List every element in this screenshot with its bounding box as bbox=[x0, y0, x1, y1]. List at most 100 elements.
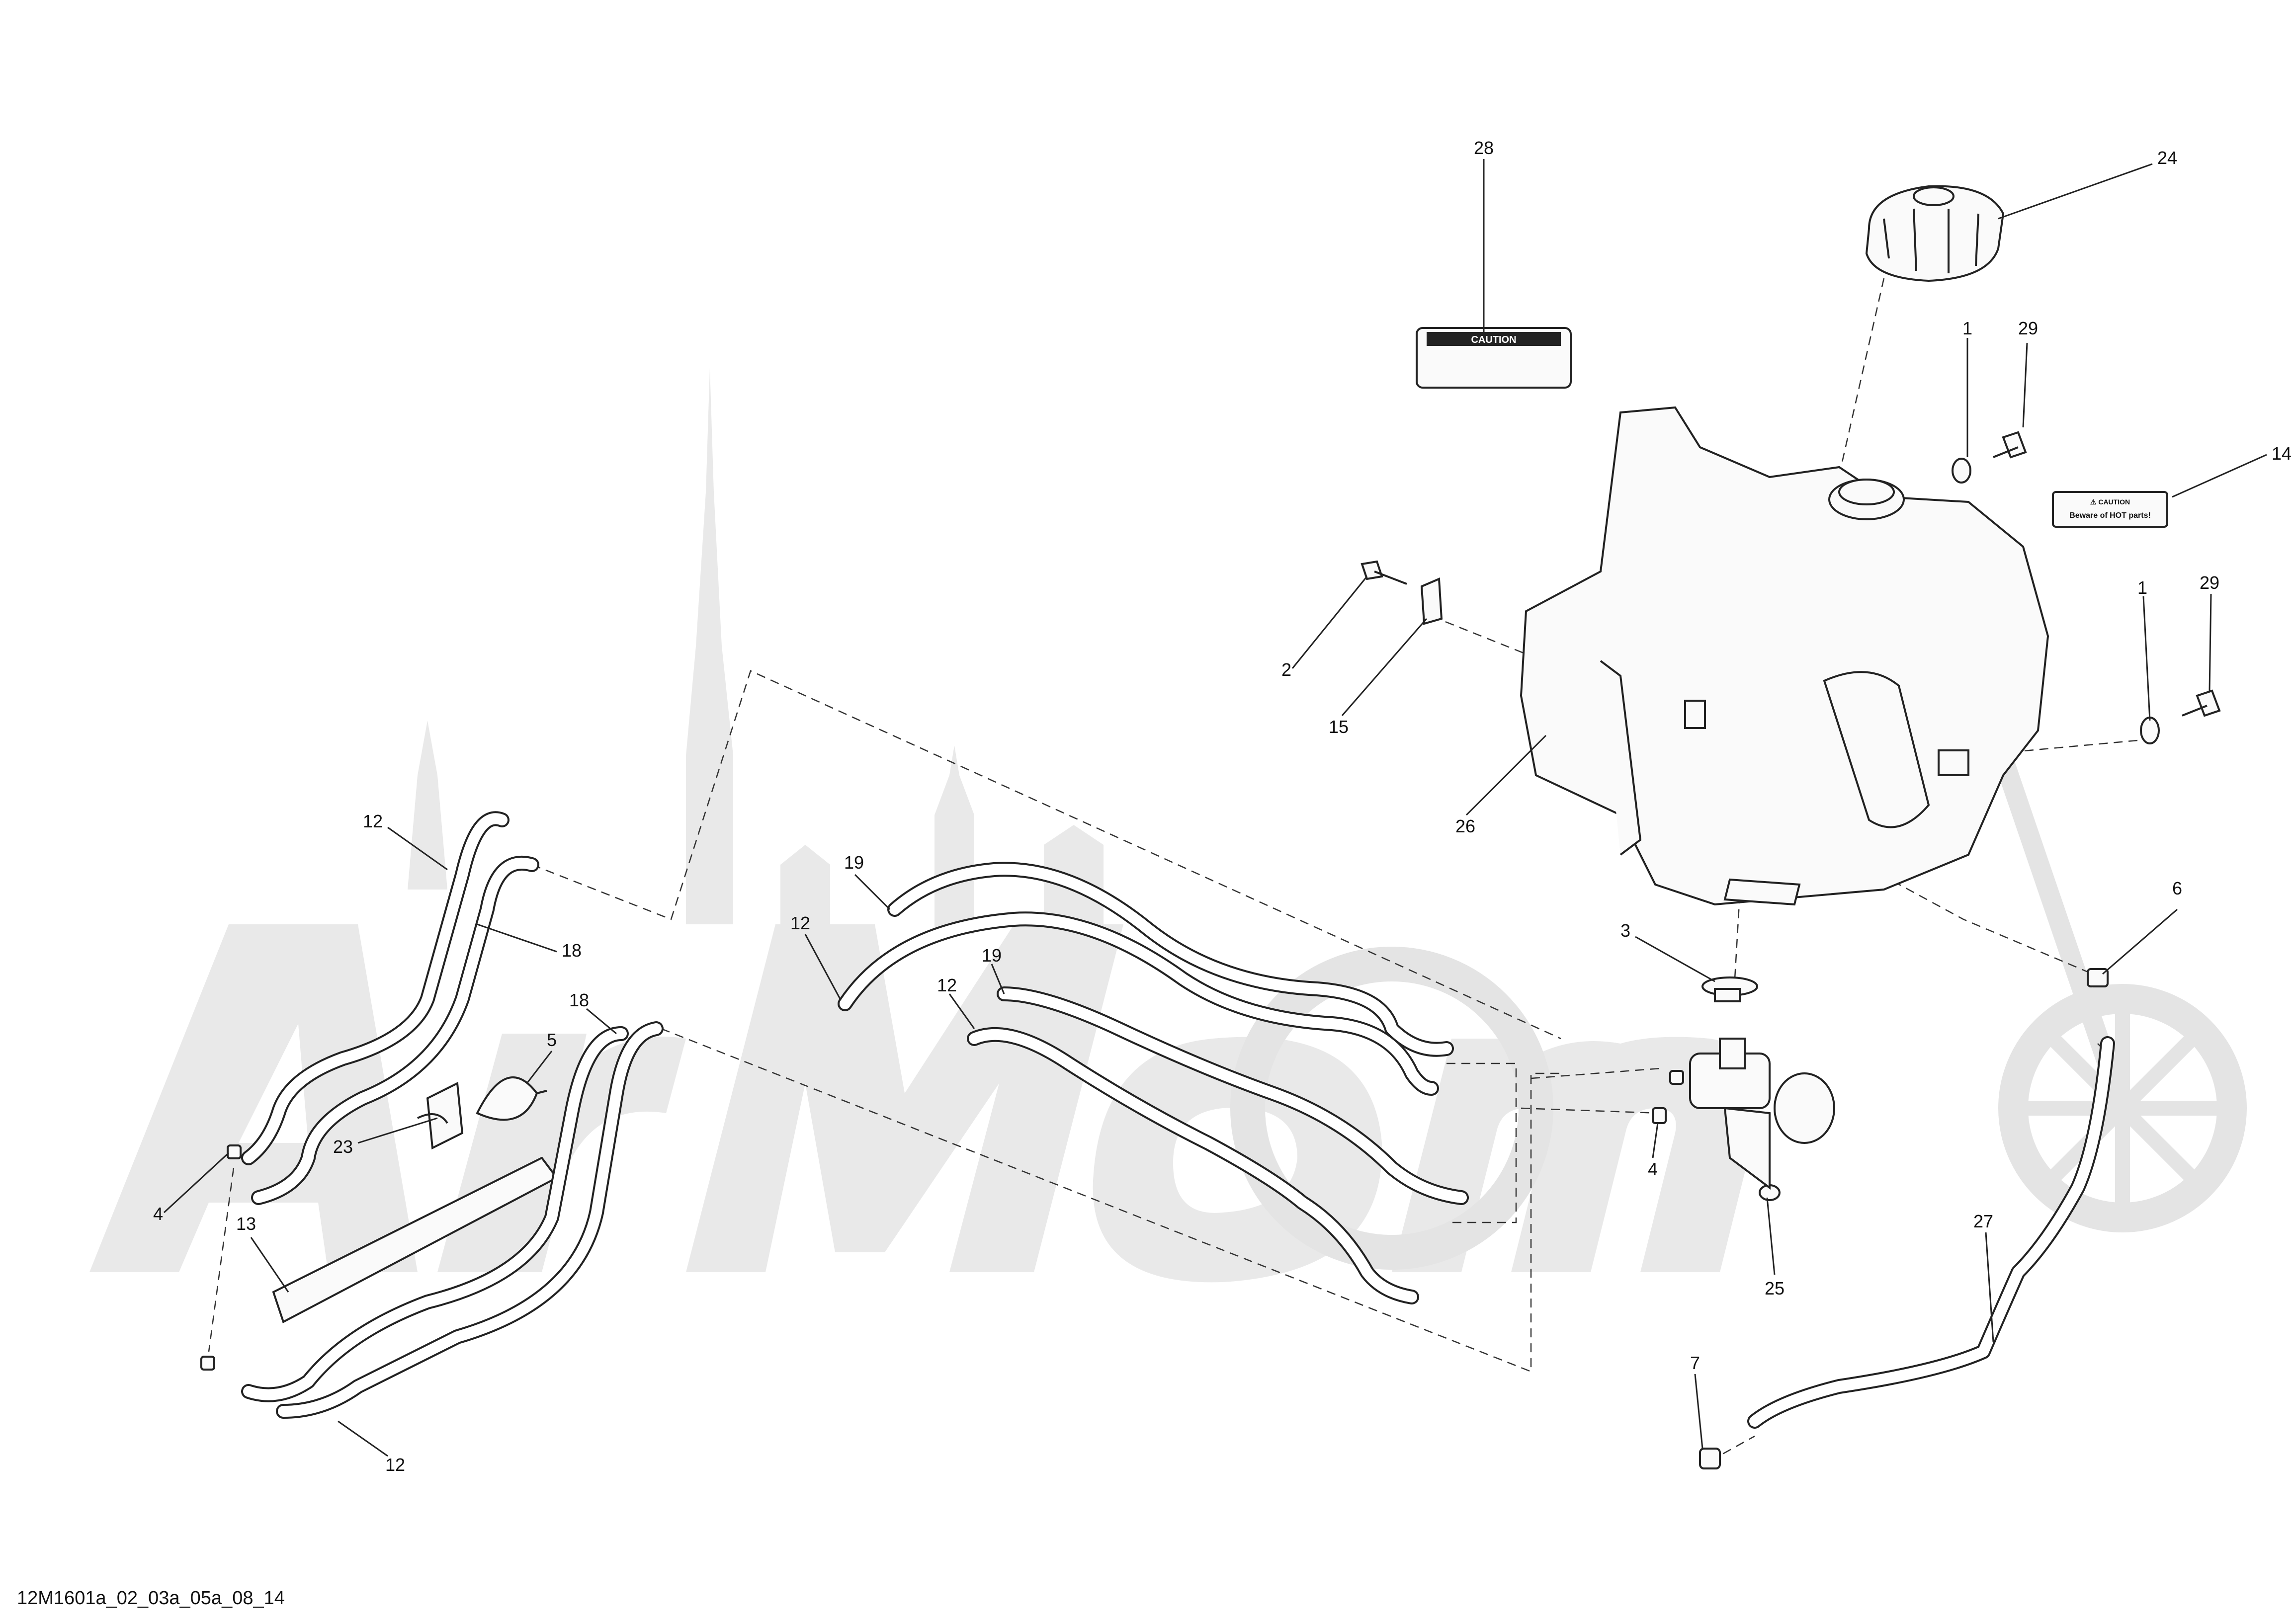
callout-2: 2 bbox=[1281, 659, 1291, 680]
fuel-tank-front-face bbox=[1600, 660, 1642, 856]
fuel-tank-filler-opening bbox=[1838, 479, 1895, 505]
leader-4b bbox=[1652, 1123, 1659, 1158]
clip-4b bbox=[200, 1356, 215, 1371]
assembly-line-clamp-4 bbox=[208, 1167, 235, 1352]
callout-18b: 18 bbox=[569, 990, 589, 1010]
fuel-tank-body bbox=[1520, 406, 2049, 906]
leader-lines bbox=[163, 159, 2267, 1457]
hot-parts-label-plate bbox=[2052, 491, 2168, 528]
hose-clamp-3 bbox=[1701, 976, 1758, 1002]
leader-26 bbox=[1465, 734, 1547, 816]
hoses-left bbox=[241, 811, 664, 1419]
fuel-pump-motor bbox=[1774, 1072, 1835, 1144]
caution-label-text: CAUTION bbox=[1471, 334, 1516, 345]
clip-4d bbox=[1669, 1070, 1684, 1085]
callout-18a: 18 bbox=[562, 940, 582, 961]
leader-24 bbox=[1998, 163, 2153, 220]
assembly-line-cap bbox=[1833, 278, 1885, 497]
assembly-line-tank-to-pump bbox=[1734, 894, 1741, 979]
leader-4a bbox=[163, 1152, 230, 1214]
leader-19b bbox=[991, 964, 1005, 994]
watermark-wheel-left bbox=[1230, 947, 1553, 1270]
callout-14: 14 bbox=[2272, 443, 2292, 464]
caution-label: CAUTION bbox=[1416, 327, 1572, 389]
clips-4 bbox=[200, 1070, 1684, 1371]
fuel-tank-inner-recess bbox=[1823, 671, 1930, 828]
leader-6 bbox=[2102, 908, 2178, 975]
callout-1b: 1 bbox=[2137, 577, 2147, 598]
caution-label-header bbox=[1427, 332, 1561, 346]
leader-18b bbox=[586, 1008, 617, 1035]
leader-23 bbox=[357, 1117, 438, 1144]
callouts: 28 24 1 29 14 1 29 2 15 26 3 6 25 4 27 7… bbox=[153, 138, 2292, 1475]
fuel-tank-vent-nipple bbox=[1684, 700, 1706, 729]
fuel-tank bbox=[1520, 406, 2049, 906]
callout-19b: 19 bbox=[982, 945, 1002, 966]
fuel-cap-ribs bbox=[1883, 208, 1979, 273]
leader-19a bbox=[854, 874, 891, 910]
callout-6: 6 bbox=[2172, 878, 2182, 898]
callout-23: 23 bbox=[333, 1137, 353, 1157]
leader-13 bbox=[250, 1237, 289, 1293]
clip-4a bbox=[227, 1144, 242, 1159]
leader-18a bbox=[477, 923, 557, 953]
fuel-cap-top bbox=[1913, 186, 1955, 206]
bracket-23 bbox=[417, 1081, 464, 1150]
callout-7: 7 bbox=[1690, 1353, 1700, 1373]
hose-27 bbox=[1747, 1036, 2115, 1429]
leader-29b bbox=[2209, 593, 2212, 691]
fasteners-upper bbox=[1952, 431, 2221, 744]
bolt-2 bbox=[1360, 560, 1407, 585]
callout-15: 15 bbox=[1329, 717, 1349, 737]
callout-12a: 12 bbox=[363, 811, 383, 831]
diagram-reference-code: 12M1601a_02_03a_05a_08_14 bbox=[17, 1588, 285, 1609]
leader-12b bbox=[804, 934, 841, 999]
leader-29a bbox=[2022, 342, 2028, 428]
callout-3: 3 bbox=[1620, 920, 1630, 941]
hot-parts-label-line2: Beware of HOT parts! bbox=[2069, 511, 2151, 520]
watermark-letter-m-1 bbox=[686, 924, 1123, 1272]
bolt-29a bbox=[1993, 431, 2027, 459]
parts: CAUTION ⚠ CAUTION Beware of HOT parts! bbox=[200, 185, 2221, 1469]
leader-5 bbox=[526, 1051, 553, 1084]
leader-7 bbox=[1694, 1374, 1703, 1449]
fuel-tank-bottom-outlet bbox=[1723, 878, 1801, 906]
hot-parts-label-line1: ⚠ CAUTION bbox=[2090, 498, 2130, 506]
washer-1a bbox=[1952, 458, 1971, 484]
bolt-2-bracket-15 bbox=[1360, 560, 1443, 625]
leader-25 bbox=[1766, 1197, 1776, 1275]
leader-1b bbox=[2142, 596, 2151, 721]
clip-4c bbox=[1652, 1107, 1667, 1124]
callout-1a: 1 bbox=[1962, 318, 1972, 338]
assembly-line-hose-18-lower bbox=[661, 1028, 1561, 1373]
clamp-7 bbox=[1699, 1448, 1721, 1469]
callout-26: 26 bbox=[1455, 816, 1475, 836]
leader-15 bbox=[1341, 618, 1428, 716]
leader-12a bbox=[387, 826, 448, 871]
clamp-5 bbox=[476, 1076, 547, 1121]
assembly-line-hose-18-to-tank bbox=[531, 670, 1561, 1040]
hot-parts-label: ⚠ CAUTION Beware of HOT parts! bbox=[2052, 491, 2168, 528]
leader-12c bbox=[948, 993, 975, 1029]
callout-13: 13 bbox=[236, 1214, 256, 1234]
callout-5: 5 bbox=[547, 1030, 557, 1050]
fuel-tank-mount-boss bbox=[1938, 749, 1969, 776]
watermark-letter-a bbox=[89, 924, 418, 1272]
callout-12c: 12 bbox=[937, 975, 957, 995]
watermark-letter-m-2 bbox=[1392, 1037, 1761, 1272]
fuel-pump-lower bbox=[1723, 1107, 1771, 1190]
callout-19a: 19 bbox=[844, 852, 864, 873]
assembly-line-pump-connections bbox=[1521, 1067, 1661, 1114]
watermark-skyline bbox=[408, 368, 1104, 934]
callout-24: 24 bbox=[2157, 148, 2177, 168]
fuel-cap bbox=[1865, 185, 2005, 282]
leader-14 bbox=[2172, 454, 2267, 498]
bracket-15 bbox=[1420, 577, 1443, 625]
callout-28: 28 bbox=[1474, 138, 1494, 158]
hoses-middle bbox=[838, 862, 1469, 1304]
callout-27: 27 bbox=[1973, 1211, 1993, 1231]
hose-clamp-3-tab bbox=[1714, 988, 1741, 1002]
leader-12d bbox=[338, 1420, 388, 1457]
fuel-pump-connector bbox=[1719, 1038, 1746, 1069]
